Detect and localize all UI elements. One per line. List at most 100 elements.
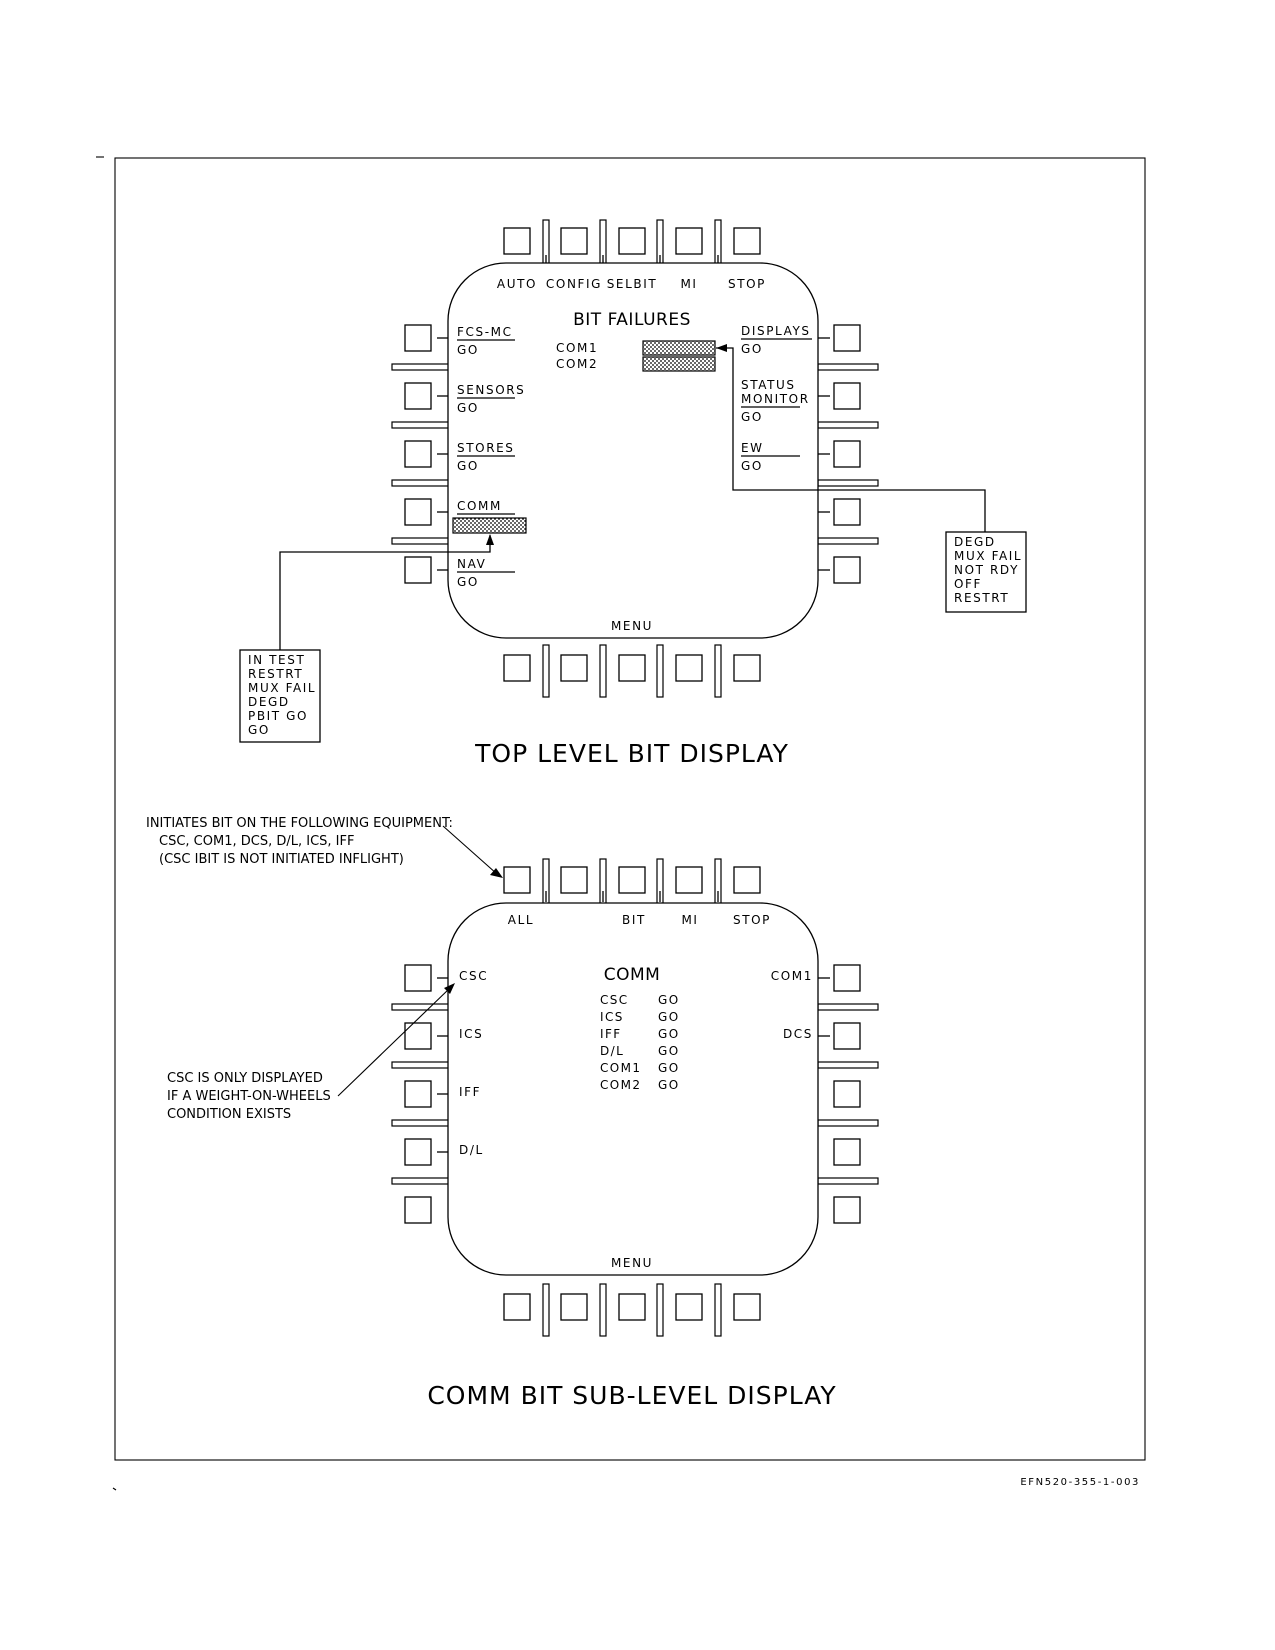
status-row-name: ICS: [600, 1010, 624, 1024]
top-bezel-button[interactable]: [733, 866, 761, 894]
left-bezel-button[interactable]: [404, 498, 432, 526]
left-bezel-button[interactable]: [404, 1196, 432, 1224]
bottom-bezel-button[interactable]: [618, 654, 646, 682]
comm-status-callout: [239, 649, 321, 743]
top-bezel-button[interactable]: [503, 866, 531, 894]
right-bezel-button[interactable]: [833, 498, 861, 526]
right-item-com1: COM1: [771, 969, 813, 983]
bottom-bezel-button[interactable]: [618, 1293, 646, 1321]
bezel-rail: [599, 1283, 607, 1337]
left-item-status-sensors: GO: [457, 401, 479, 415]
bezel-rail: [817, 421, 879, 429]
status-row-value: GO: [658, 993, 680, 1007]
right-item-status-ew: GO: [741, 459, 763, 473]
left-bezel-button[interactable]: [404, 1080, 432, 1108]
top-button-label-mi: MI: [681, 913, 698, 927]
note-all-line-3: (CSC IBIT IS NOT INITIATED INFLIGHT): [159, 852, 404, 867]
top-level-bit-display: AUTO CONFIG SELBIT MI STOP BIT FAILURES …: [239, 219, 1027, 768]
left-item-ics: ICS: [459, 1027, 483, 1041]
top-bezel-button[interactable]: [675, 866, 703, 894]
right-bezel-button[interactable]: [833, 324, 861, 352]
callout-mux-fail: MUX FAIL: [248, 681, 316, 695]
status-row-name: CSC: [600, 993, 629, 1007]
left-bezel-button[interactable]: [404, 964, 432, 992]
top-button-label-selbit: SELBIT: [607, 277, 658, 291]
note-csc-leader: [337, 987, 451, 1097]
bezel-rail: [817, 479, 879, 487]
bezel-rail: [656, 644, 664, 698]
status-row-name: COM2: [600, 1078, 641, 1092]
bottom-bezel-button[interactable]: [733, 654, 761, 682]
status-row-name: COM1: [600, 1061, 641, 1075]
top-bezel-button[interactable]: [733, 227, 761, 255]
bezel-rail: [817, 363, 879, 371]
left-bezel-button[interactable]: [404, 440, 432, 468]
display-screen: [447, 262, 819, 639]
left-item-label-stores: STORES: [457, 441, 515, 455]
right-bezel-button[interactable]: [833, 556, 861, 584]
screen-title: BIT FAILURES: [573, 310, 691, 330]
right-item-status-status-monitor: GO: [741, 410, 763, 424]
bottom-bezel-button[interactable]: [733, 1293, 761, 1321]
top-bezel-button[interactable]: [503, 227, 531, 255]
top-bezel-button[interactable]: [560, 227, 588, 255]
status-row-value: GO: [658, 1044, 680, 1058]
bottom-bezel-button[interactable]: [503, 654, 531, 682]
right-bezel-button[interactable]: [833, 1080, 861, 1108]
top-button-label-auto: AUTO: [497, 277, 537, 291]
bottom-bezel-button[interactable]: [675, 654, 703, 682]
callout-restrt: RESTRT: [248, 667, 303, 681]
bezel-rail: [817, 1003, 879, 1011]
status-row-name: IFF: [600, 1027, 622, 1041]
bezel-rail: [817, 1177, 879, 1185]
bottom-bezel-button[interactable]: [560, 654, 588, 682]
left-bezel-button[interactable]: [404, 324, 432, 352]
bezel-rail: [391, 537, 451, 545]
left-item-dl: D/L: [459, 1143, 484, 1157]
top-button-label-config: CONFIG: [546, 277, 602, 291]
display-bezel-frame: [391, 219, 879, 698]
callout-leader-line-right: [716, 347, 986, 532]
bezel-rail: [391, 1177, 451, 1185]
right-bezel-button[interactable]: [833, 1196, 861, 1224]
right-bezel-button[interactable]: [833, 1022, 861, 1050]
left-item-label-nav: NAV: [457, 557, 486, 571]
note-csc-line-2: IF A WEIGHT-ON-WHEELS: [167, 1089, 331, 1104]
left-item-status-stores: GO: [457, 459, 479, 473]
failure-com2: COM2: [556, 357, 598, 371]
left-bezel-button[interactable]: [404, 382, 432, 410]
top-bezel-button[interactable]: [560, 866, 588, 894]
bottom-bezel-button[interactable]: [503, 1293, 531, 1321]
callout-off: OFF: [954, 577, 982, 591]
top-bezel-button[interactable]: [675, 227, 703, 255]
bezel-rail: [714, 1283, 722, 1337]
note-all-line-2: CSC, COM1, DCS, D/L, ICS, IFF: [159, 834, 354, 849]
menu-label: MENU: [611, 619, 653, 633]
top-bezel-button[interactable]: [618, 227, 646, 255]
figure-frame: [114, 157, 1146, 1461]
callout-go: GO: [248, 723, 270, 737]
display-screen: [447, 902, 819, 1276]
failure-com1: COM1: [556, 341, 598, 355]
left-bezel-button[interactable]: [404, 1138, 432, 1166]
bottom-bezel-button[interactable]: [675, 1293, 703, 1321]
right-bezel-button[interactable]: [833, 382, 861, 410]
bottom-bezel-button[interactable]: [560, 1293, 588, 1321]
right-bezel-button[interactable]: [833, 964, 861, 992]
right-bezel-button[interactable]: [833, 440, 861, 468]
bezel-rail: [391, 1119, 451, 1127]
top-button-label-stop: STOP: [728, 277, 766, 291]
bezel-rail: [391, 479, 451, 487]
right-bezel-button[interactable]: [833, 1138, 861, 1166]
callout-not-rdy: NOT RDY: [954, 563, 1019, 577]
top-bezel-button[interactable]: [618, 866, 646, 894]
right-item-dcs: DCS: [783, 1027, 813, 1041]
callout-degd-right: DEGD: [954, 535, 996, 549]
callout-arrow-right: [716, 344, 727, 352]
comm-bit-sub-level-display: ALL BIT MI STOP COMM CSC ICS IFF D/L COM…: [146, 816, 879, 1410]
left-bezel-button[interactable]: [404, 556, 432, 584]
bezel-rail: [391, 421, 451, 429]
note-csc-line-1: CSC IS ONLY DISPLAYED: [167, 1071, 323, 1086]
left-item-status-fcs-mc: GO: [457, 343, 479, 357]
